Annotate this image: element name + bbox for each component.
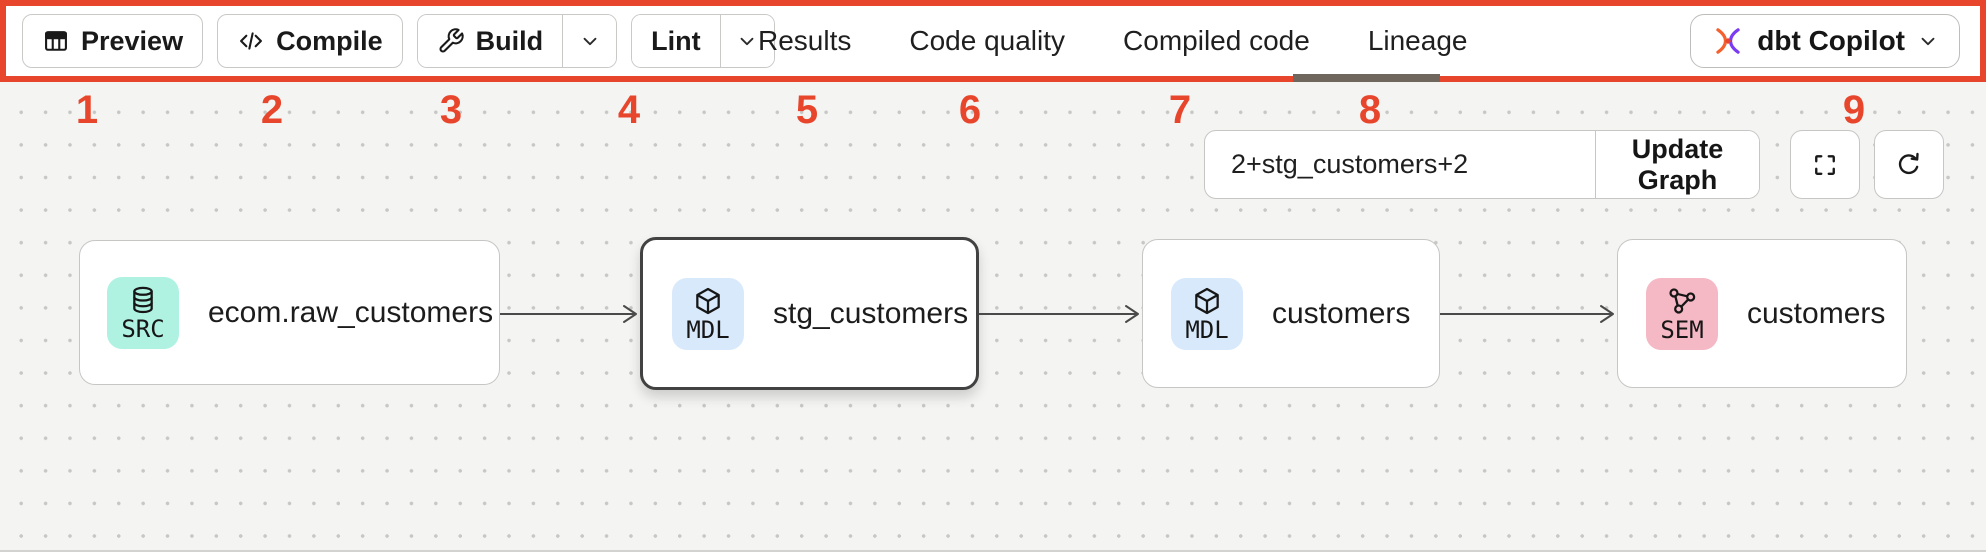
- cube-icon: [1191, 285, 1223, 317]
- annotation-number-8: 8: [1358, 88, 1382, 132]
- node-label: customers: [1272, 296, 1411, 330]
- node-type-tag: SEM: [1660, 316, 1704, 344]
- build-button-group: Build: [416, 14, 618, 68]
- update-graph-button[interactable]: Update Graph: [1595, 131, 1759, 198]
- model-badge: MDL: [1171, 277, 1243, 350]
- edge-stg-to-customers: [979, 305, 1139, 323]
- table-icon: [42, 27, 70, 55]
- fullscreen-icon: [1810, 150, 1840, 180]
- code-icon: [237, 27, 265, 55]
- action-toolbar: Preview Compile Build: [0, 0, 1986, 82]
- lineage-node-source[interactable]: SRC ecom.raw_customers: [79, 240, 500, 385]
- tab-compiled-code[interactable]: Compiled code: [1123, 25, 1310, 56]
- node-label: customers: [1747, 296, 1886, 330]
- lineage-node-stg-customers[interactable]: MDL stg_customers: [640, 237, 979, 390]
- lint-dropdown-button[interactable]: [719, 15, 774, 67]
- annotation-number-7: 7: [1168, 88, 1192, 132]
- active-tab-indicator: [1293, 74, 1440, 82]
- node-label: ecom.raw_customers: [208, 295, 494, 329]
- refresh-icon: [1894, 150, 1924, 180]
- annotation-number-2: 2: [260, 88, 284, 132]
- tab-code-quality[interactable]: Code quality: [909, 25, 1066, 56]
- annotation-number-6: 6: [958, 88, 982, 132]
- build-button-label: Build: [475, 25, 544, 56]
- fullscreen-button[interactable]: [1790, 130, 1860, 199]
- edge-source-to-stg: [500, 305, 637, 323]
- lineage-node-customers-semantic[interactable]: SEM customers: [1617, 239, 1907, 388]
- build-button[interactable]: Build: [417, 15, 563, 67]
- model-selector-input[interactable]: [1205, 131, 1595, 198]
- annotation-number-1: 1: [75, 88, 99, 132]
- dbt-copilot-button[interactable]: dbt Copilot: [1690, 14, 1960, 68]
- compile-button-label: Compile: [276, 25, 383, 56]
- edge-customers-to-semantic: [1440, 305, 1614, 323]
- model-badge: MDL: [672, 277, 744, 350]
- chevron-down-icon: [736, 30, 758, 52]
- graph-selector-group: Update Graph: [1204, 130, 1760, 199]
- preview-button-label: Preview: [81, 25, 184, 56]
- node-type-tag: MDL: [686, 316, 730, 344]
- annotation-number-9: 9: [1842, 88, 1866, 132]
- network-icon: [1666, 285, 1698, 317]
- preview-button[interactable]: Preview: [22, 14, 204, 68]
- database-icon: [127, 284, 159, 316]
- annotation-number-5: 5: [795, 88, 819, 132]
- tab-lineage[interactable]: Lineage: [1367, 25, 1468, 56]
- compile-button[interactable]: Compile: [217, 14, 403, 68]
- tab-results[interactable]: Results: [758, 25, 852, 56]
- source-badge: SRC: [107, 276, 179, 349]
- lineage-node-customers-model[interactable]: MDL customers: [1142, 239, 1440, 388]
- cube-icon: [692, 285, 724, 317]
- build-dropdown-button[interactable]: [562, 15, 617, 67]
- lint-button-group: Lint: [631, 14, 775, 68]
- result-tabs: Results Code quality Compiled code Linea…: [758, 6, 1467, 76]
- lint-button[interactable]: Lint: [632, 15, 720, 67]
- dbt-copilot-label: dbt Copilot: [1757, 25, 1905, 56]
- chevron-down-icon: [1917, 30, 1939, 52]
- node-type-tag: MDL: [1185, 316, 1229, 344]
- lineage-canvas[interactable]: 1 2 3 4 5 6 7 8 9 Update Graph: [0, 82, 1986, 552]
- annotation-number-4: 4: [617, 88, 641, 132]
- chevron-down-icon: [579, 30, 601, 52]
- annotation-number-3: 3: [439, 88, 463, 132]
- wrench-icon: [437, 27, 465, 55]
- node-label: stg_customers: [773, 296, 969, 330]
- lint-button-label: Lint: [651, 25, 701, 56]
- semantic-badge: SEM: [1646, 277, 1718, 350]
- dbt-logo-icon: [1711, 24, 1745, 58]
- refresh-graph-button[interactable]: [1874, 130, 1944, 199]
- node-type-tag: SRC: [121, 315, 165, 343]
